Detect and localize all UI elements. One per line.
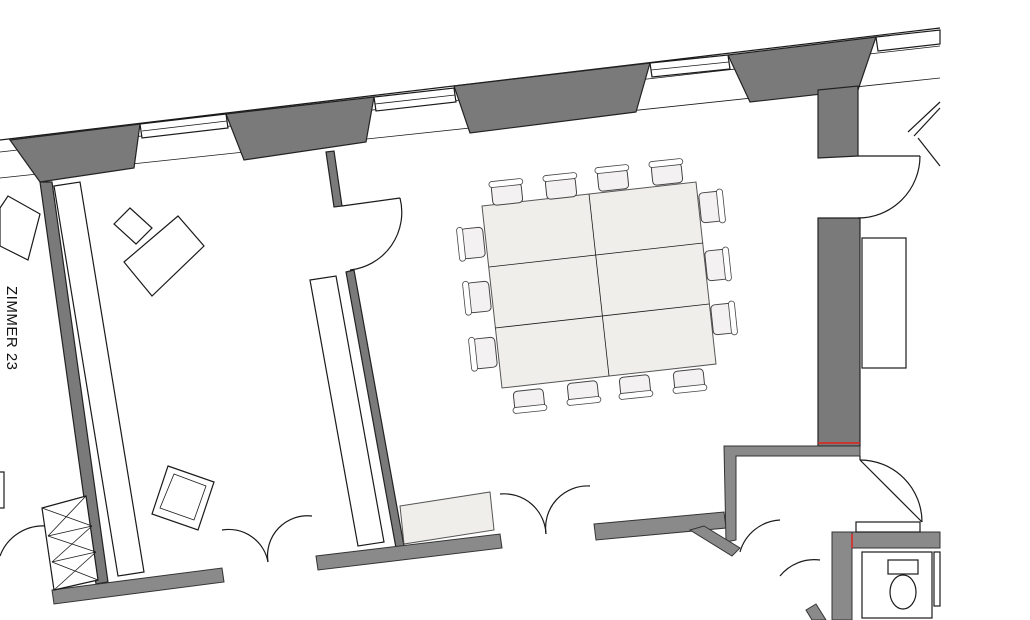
- diagonal-wall: [688, 525, 741, 557]
- left-desk: [123, 215, 205, 297]
- chair-icon: [566, 380, 602, 406]
- conference-table: [481, 181, 717, 389]
- wc-wall-left: [831, 531, 853, 620]
- toilet-icon: [887, 559, 919, 610]
- left-side-table: [113, 207, 153, 245]
- bottom-wall-mid: [315, 533, 503, 571]
- pier-2: [225, 96, 375, 161]
- right-wall-upper: [817, 85, 859, 159]
- chair-icon: [512, 388, 548, 414]
- far-left-chair: [0, 195, 41, 261]
- pier-1: [8, 123, 141, 183]
- window-frames: [139, 29, 941, 139]
- chairs: [456, 158, 738, 414]
- low-cabinet: [399, 491, 495, 545]
- chair-icon: [462, 280, 492, 316]
- chair-icon: [710, 300, 738, 336]
- chair-icon: [648, 158, 684, 186]
- chair-icon: [618, 374, 654, 400]
- wc-sink: [933, 551, 941, 607]
- corridor-wall: [723, 445, 861, 543]
- right-wall-lower: [817, 217, 861, 447]
- chair-icon: [456, 226, 486, 262]
- left-armchair: [151, 465, 215, 531]
- pier-3: [453, 62, 651, 134]
- left-wall: [39, 181, 109, 585]
- chair-icon: [542, 172, 578, 200]
- room-label: ZIMMER 23: [3, 286, 20, 371]
- partition-counter: [309, 275, 385, 547]
- bottom-wall-left: [51, 567, 225, 605]
- chair-icon: [698, 188, 726, 224]
- door-swing-icon: [0, 101, 941, 577]
- bottom-diagonal-stub: [805, 603, 827, 620]
- chair-icon: [468, 336, 498, 372]
- left-long-counter: [53, 181, 145, 577]
- wc-threshold: [855, 521, 921, 533]
- chair-icon: [488, 178, 524, 206]
- chair-icon: [672, 368, 708, 394]
- window-piers: [8, 36, 877, 183]
- right-cabinet: [861, 237, 907, 369]
- partition-wall-upper: [325, 150, 343, 208]
- chair-icon: [594, 164, 630, 192]
- chair-icon: [704, 246, 732, 282]
- wc-wall-top: [851, 531, 941, 549]
- shaft-cross-icon: [41, 495, 99, 591]
